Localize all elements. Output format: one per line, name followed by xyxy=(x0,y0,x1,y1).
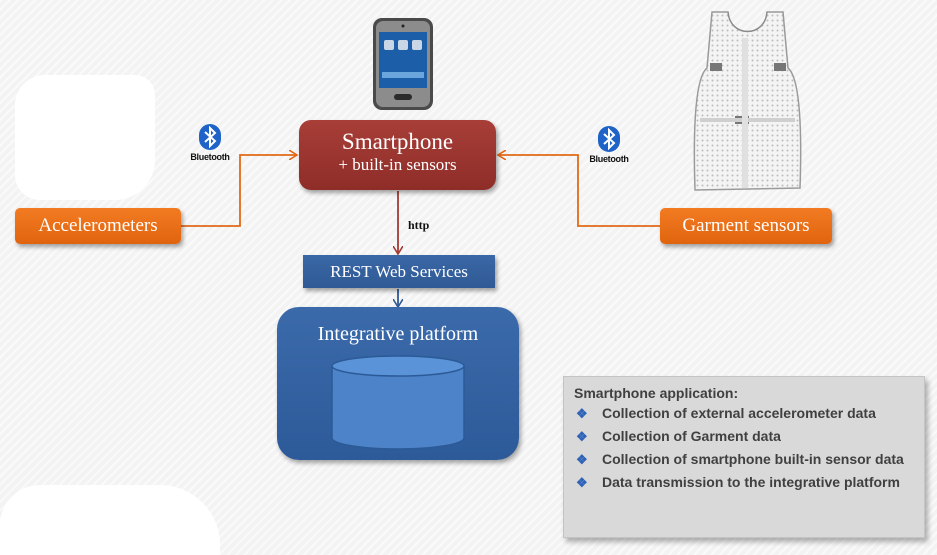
platform-title: Integrative platform xyxy=(317,323,479,345)
bluetooth-label: Bluetooth xyxy=(190,152,230,162)
http-label: http xyxy=(408,218,430,232)
app-panel-title: Smartphone application: xyxy=(574,385,739,401)
list-item: ❖Collection of Garment data xyxy=(576,428,781,444)
bluetooth-label: Bluetooth xyxy=(589,154,629,164)
background-shape xyxy=(15,75,155,200)
diamond-bullet-icon: ❖ xyxy=(576,452,588,467)
list-item: ❖Data transmission to the integrative pl… xyxy=(576,474,900,490)
bluetooth-logo-left: Bluetooth xyxy=(186,124,234,166)
background-shape xyxy=(0,485,220,555)
smartphone-subtitle: + built-in sensors xyxy=(338,155,457,174)
garment-vest-image xyxy=(693,11,802,191)
arrow-garment-to-smartphone xyxy=(499,155,660,227)
database-icon xyxy=(331,355,465,450)
app-feature-list: ❖Collection of external accelerometer da… xyxy=(564,405,924,491)
rest-web-services-node: REST Web Services xyxy=(303,255,495,288)
diamond-bullet-icon: ❖ xyxy=(576,429,588,444)
smartphone-node: Smartphone + built-in sensors xyxy=(299,120,496,190)
garment-sensors-node: Garment sensors xyxy=(660,208,832,244)
bluetooth-icon xyxy=(199,124,221,150)
list-item: ❖Collection of external accelerometer da… xyxy=(576,405,876,421)
list-item: ❖Collection of smartphone built-in senso… xyxy=(576,451,904,467)
diamond-bullet-icon: ❖ xyxy=(576,475,588,490)
arrow-accelerometers-to-smartphone xyxy=(181,155,296,227)
diamond-bullet-icon: ❖ xyxy=(576,406,588,421)
accelerometers-node: Accelerometers xyxy=(15,208,181,244)
bluetooth-icon xyxy=(598,126,620,152)
smartphone-application-panel: Smartphone application: ❖Collection of e… xyxy=(563,376,925,538)
smartphone-title: Smartphone xyxy=(341,129,454,154)
integrative-platform-node: Integrative platform xyxy=(277,307,519,460)
bluetooth-logo-right: Bluetooth xyxy=(585,126,633,168)
smartphone-image xyxy=(373,18,433,110)
